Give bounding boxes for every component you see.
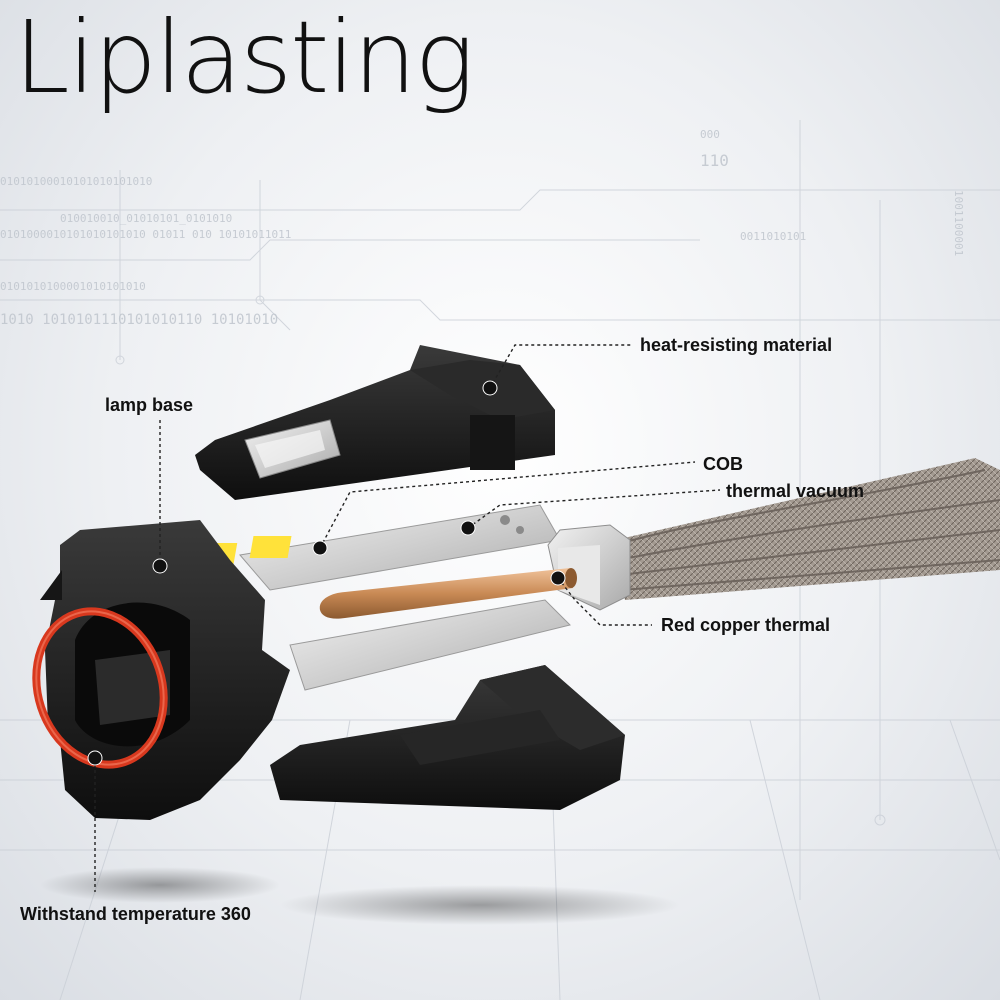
callout-heat-resisting: heat-resisting material	[640, 335, 833, 355]
top-housing	[195, 345, 555, 500]
copper-tube-clamp	[547, 524, 631, 611]
shadow-base	[40, 867, 280, 903]
led-chip	[249, 536, 292, 558]
o-ring	[32, 607, 168, 769]
brand-logo: Liplasting	[14, 0, 475, 116]
shadow-housing	[280, 885, 680, 925]
svg-text:1001100001: 1001100001	[952, 190, 965, 256]
callout-thermal-vacuum: thermal vacuum	[726, 481, 865, 501]
svg-text:0101010100001010101010: 0101010100001010101010	[0, 280, 146, 293]
callout-cob: COB	[703, 454, 743, 474]
bottom-housing	[107, 665, 625, 810]
svg-text:110: 110	[700, 151, 729, 170]
svg-text:000: 000	[700, 128, 720, 141]
braided-heatsink	[614, 458, 1000, 600]
callout-red-copper-thermal: Red copper thermal	[661, 615, 831, 635]
callout-lamp-base: lamp base	[105, 395, 194, 415]
svg-text:0011010101: 0011010101	[740, 230, 806, 243]
svg-text:1010 1010101110101010110: 1010 1010101110101010110 10101010	[0, 312, 278, 328]
svg-text:01010100010101010101010: 01010100010101010101010	[0, 175, 152, 188]
svg-text:010010010_01010101_0101010: 010010010_01010101_0101010	[60, 212, 232, 225]
svg-text:0101000010101010101010 01011: 0101000010101010101010 01011 010 1010101…	[0, 228, 291, 241]
callout-withstand-temperature: Withstand temperature 360	[20, 904, 251, 924]
